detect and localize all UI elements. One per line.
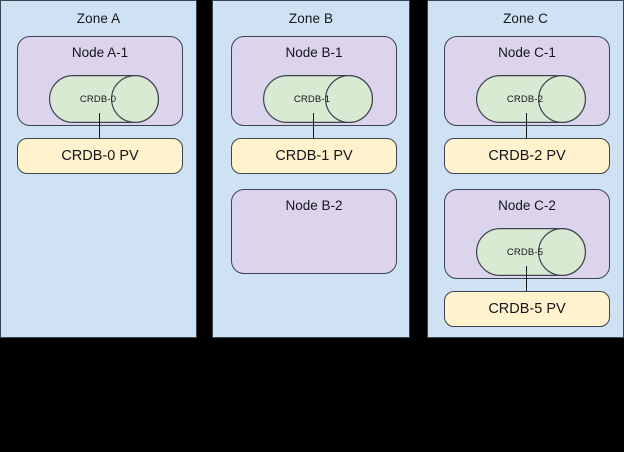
- node-a-1-title: Node A-1: [71, 45, 129, 60]
- zone-c-title: Zone C: [503, 11, 548, 26]
- crdb-2-label: CRDB-2: [506, 93, 544, 105]
- node-c-1-container[interactable]: Node C-1 CRDB-2: [444, 36, 610, 126]
- crdb-5-pv-label: CRDB-5 PV: [488, 301, 566, 317]
- crdb-0-pv-label: CRDB-0 PV: [61, 148, 139, 164]
- crdb-0-pv-box[interactable]: CRDB-0 PV: [17, 138, 183, 174]
- connector-crdb-1: [313, 113, 314, 139]
- crdb-1-pv-box[interactable]: CRDB-1 PV: [231, 138, 397, 174]
- crdb-2-pv-label: CRDB-2 PV: [488, 148, 566, 164]
- node-b-1-title: Node B-1: [285, 45, 343, 60]
- zone-b-container[interactable]: Zone B Node B-1 CRDB-1 CRDB-1 PV Node B-…: [212, 0, 410, 338]
- crdb-1-label: CRDB-1: [293, 93, 331, 105]
- zone-a-container[interactable]: Zone A Node A-1 CRDB-0 CRDB-0 PV: [0, 0, 197, 338]
- node-b-1-container[interactable]: Node B-1 CRDB-1: [231, 36, 397, 126]
- crdb-0-cylinder[interactable]: CRDB-0: [49, 75, 159, 123]
- zone-c-container[interactable]: Zone C Node C-1 CRDB-2 CRDB-2 PV Node C-…: [427, 0, 624, 338]
- connector-crdb-5: [526, 266, 527, 292]
- node-c-2-title: Node C-2: [498, 198, 556, 213]
- crdb-5-label: CRDB-5: [506, 246, 544, 258]
- zone-b-title: Zone B: [288, 11, 334, 26]
- connector-crdb-0: [99, 113, 100, 139]
- crdb-5-pv-box[interactable]: CRDB-5 PV: [444, 291, 610, 327]
- node-c-2-container[interactable]: Node C-2 CRDB-5: [444, 189, 610, 279]
- crdb-2-cylinder[interactable]: CRDB-2: [476, 75, 586, 123]
- cylinder-shape: [476, 75, 586, 123]
- zone-a-title: Zone A: [76, 11, 121, 26]
- node-c-1-title: Node C-1: [498, 45, 556, 60]
- cylinder-shape: [263, 75, 373, 123]
- cylinder-shape: [476, 228, 586, 276]
- connector-crdb-2: [526, 113, 527, 139]
- crdb-1-cylinder[interactable]: CRDB-1: [263, 75, 373, 123]
- crdb-2-pv-box[interactable]: CRDB-2 PV: [444, 138, 610, 174]
- crdb-5-cylinder[interactable]: CRDB-5: [476, 228, 586, 276]
- node-a-1-container[interactable]: Node A-1 CRDB-0: [17, 36, 183, 126]
- crdb-0-label: CRDB-0: [79, 93, 117, 105]
- crdb-1-pv-label: CRDB-1 PV: [275, 148, 353, 164]
- node-b-2-container[interactable]: Node B-2: [231, 189, 397, 274]
- node-b-2-title: Node B-2: [285, 198, 343, 213]
- cylinder-shape: [49, 75, 159, 123]
